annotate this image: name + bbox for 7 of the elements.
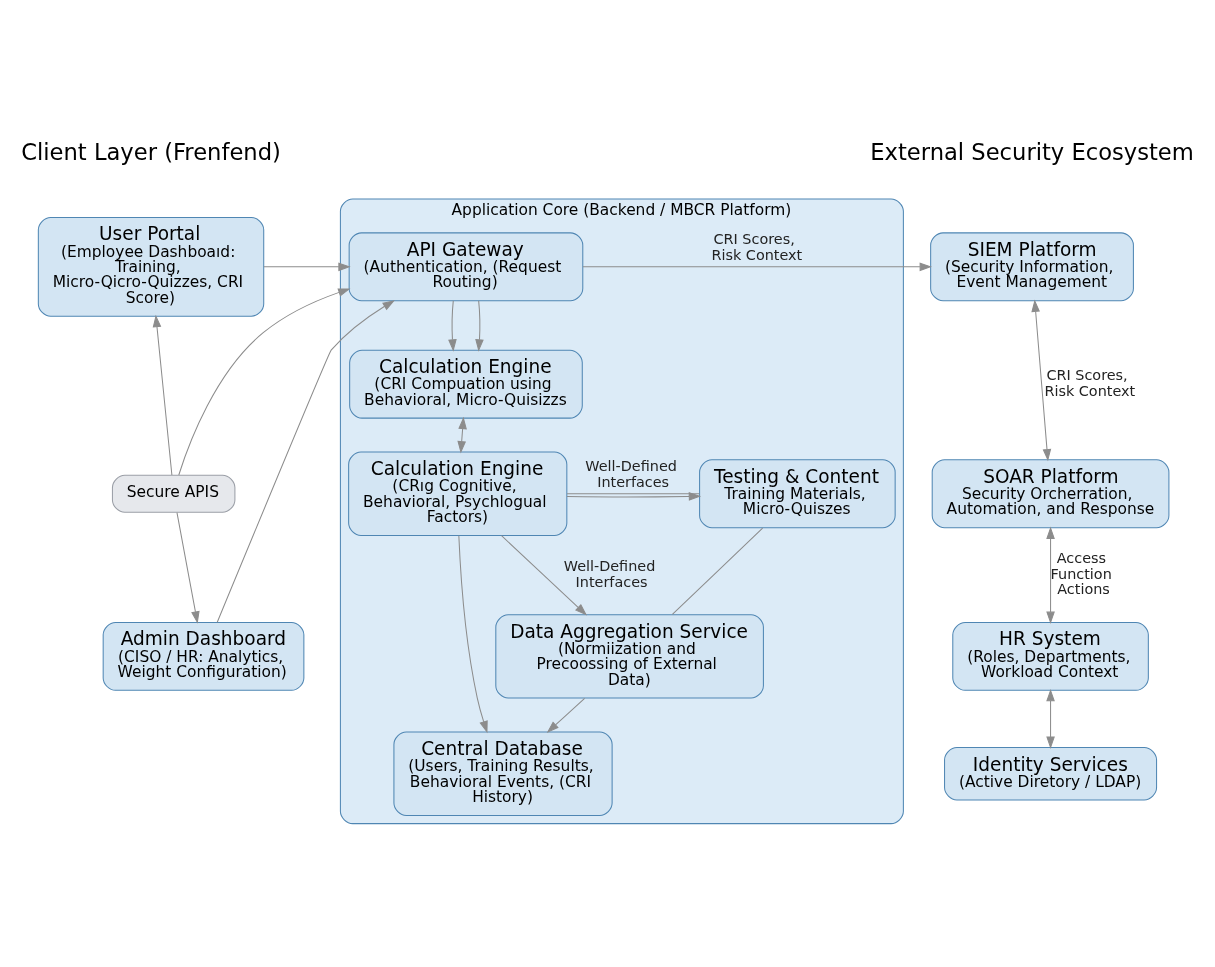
label: Client Layer (Frenfend) (20, 138, 281, 165)
edge-label: CRI Scores, Risk Context (1043, 366, 1135, 399)
edge-label: Access Function Actions (1050, 549, 1112, 597)
edge-label: CRI Scores, Risk Context (710, 230, 802, 263)
edge-label: Well-Defined Interfaces (584, 457, 677, 490)
edge-label: Well-Defined Interfaces (563, 557, 655, 590)
label: External Security Ecosystem (869, 138, 1194, 165)
